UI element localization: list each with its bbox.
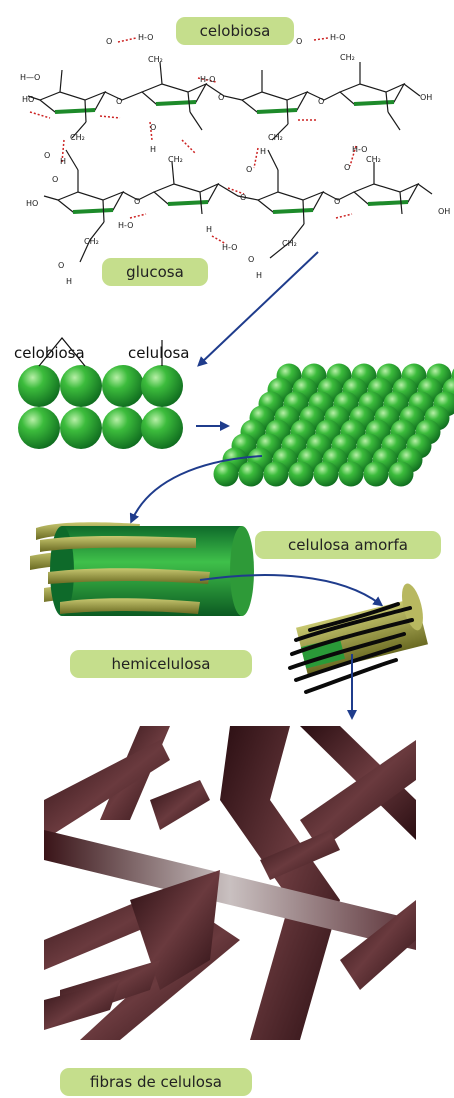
svg-text:HO: HO — [26, 199, 38, 208]
svg-text:O: O — [52, 175, 58, 184]
svg-text:CH₂: CH₂ — [268, 133, 283, 142]
label-glucosa: glucosa — [102, 258, 208, 286]
label-celulosa-grid: celulosa — [128, 344, 190, 362]
svg-text:O: O — [240, 193, 246, 202]
svg-text:O: O — [296, 37, 302, 46]
svg-text:H-O: H-O — [352, 145, 367, 154]
label-fibras-de-celulosa: fibras de celulosa — [60, 1068, 252, 1096]
label-celobiosa-grid: celobiosa — [14, 344, 85, 362]
svg-text:CH₂: CH₂ — [168, 155, 183, 164]
svg-text:H-O: H-O — [200, 75, 215, 84]
svg-text:H: H — [60, 157, 66, 166]
svg-text:O: O — [318, 97, 324, 106]
svg-text:OH: OH — [420, 93, 432, 102]
cellobiose-sphere-grid — [18, 365, 183, 449]
cellulose-sphere-bundle — [214, 364, 454, 487]
svg-text:O: O — [248, 255, 254, 264]
svg-text:H-O: H-O — [222, 243, 237, 252]
bundle-sphere — [289, 462, 314, 487]
svg-text:CH₂: CH₂ — [70, 133, 85, 142]
svg-text:CH₂: CH₂ — [84, 237, 99, 246]
hemicellulose-fibril — [290, 581, 428, 692]
cellulose-fibers-image — [44, 726, 416, 1040]
svg-text:H: H — [150, 145, 156, 154]
svg-text:H-O: H-O — [118, 221, 133, 230]
svg-text:O: O — [150, 123, 156, 132]
bundle-sphere — [364, 462, 389, 487]
svg-text:O: O — [58, 261, 64, 270]
svg-text:CH₂: CH₂ — [366, 155, 381, 164]
svg-text:HO: HO — [22, 95, 34, 104]
label-celobiosa-top: celobiosa — [176, 17, 294, 45]
svg-text:O: O — [218, 93, 224, 102]
bundle-sphere — [264, 462, 289, 487]
label-celulosa-amorfa: celulosa amorfa — [255, 531, 441, 559]
svg-text:O: O — [334, 197, 340, 206]
svg-text:H: H — [66, 277, 72, 286]
svg-text:H—O: H—O — [20, 73, 40, 82]
svg-text:CH₂: CH₂ — [282, 239, 297, 248]
svg-text:O: O — [44, 151, 50, 160]
svg-text:O: O — [106, 37, 112, 46]
svg-text:O: O — [134, 197, 140, 206]
microfibril-cylinder — [30, 522, 254, 616]
svg-text:H-O: H-O — [138, 33, 153, 42]
svg-text:H-O: H-O — [330, 33, 345, 42]
label-hemicelulosa: hemicelulosa — [70, 650, 252, 678]
bundle-sphere — [239, 462, 264, 487]
bundle-sphere — [314, 462, 339, 487]
arrow-molecule-to-spheres — [200, 252, 318, 364]
bundle-sphere — [214, 462, 239, 487]
bundle-sphere — [339, 462, 364, 487]
svg-text:CH₂: CH₂ — [340, 53, 355, 62]
svg-text:O: O — [246, 165, 252, 174]
svg-text:CH₂: CH₂ — [148, 55, 163, 64]
svg-text:O: O — [344, 163, 350, 172]
svg-text:H: H — [206, 225, 212, 234]
bundle-sphere — [389, 462, 414, 487]
svg-text:OH: OH — [438, 207, 450, 216]
svg-text:H: H — [256, 271, 262, 280]
svg-text:H: H — [260, 147, 266, 156]
svg-text:O: O — [116, 97, 122, 106]
